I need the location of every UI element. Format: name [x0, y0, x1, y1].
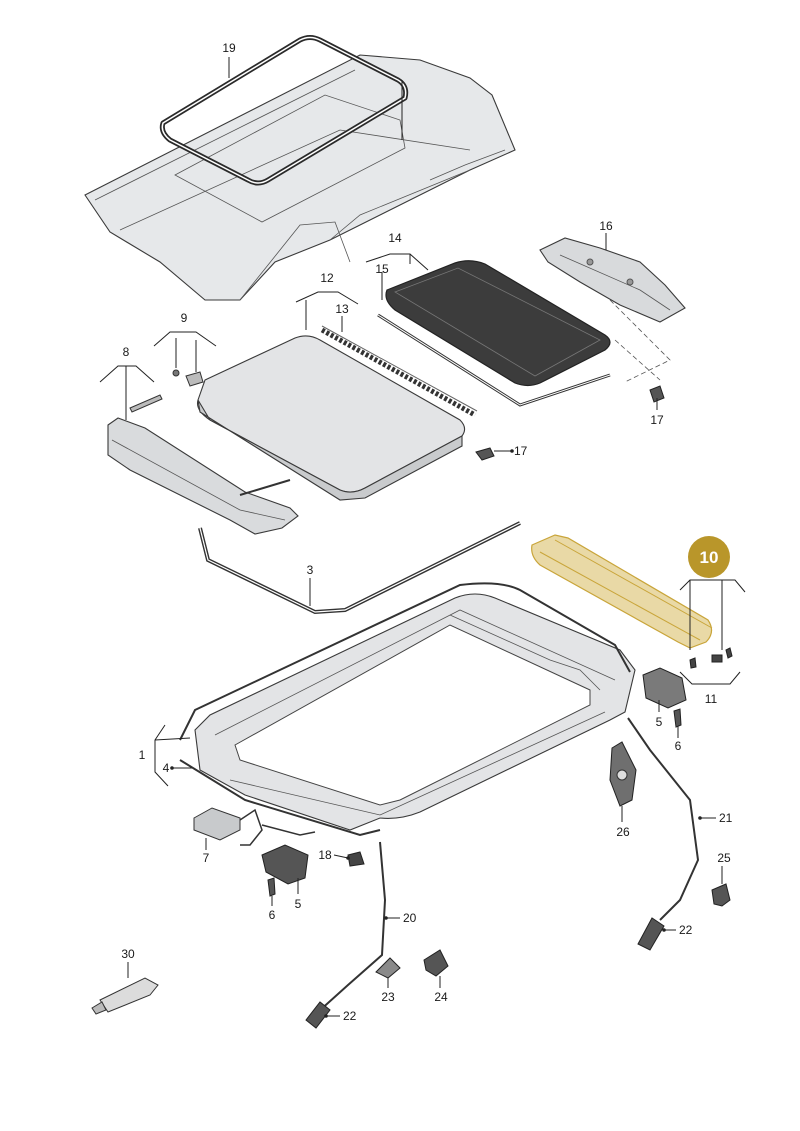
- label-25: 25: [717, 851, 731, 865]
- part-20-hose: [305, 841, 387, 1029]
- part-7-control-unit: [193, 807, 316, 846]
- part-30-tube: [91, 977, 159, 1015]
- label-9: 9: [181, 311, 188, 325]
- highlight-badge-10: 10: [688, 536, 730, 578]
- leader-lines: [99, 57, 746, 1018]
- part-26-bracket: [609, 741, 637, 807]
- label-21: 21: [719, 811, 733, 825]
- guide-lines: [609, 299, 671, 383]
- part-1-frame: [179, 582, 636, 837]
- part-23-clip: [375, 957, 401, 979]
- label-11: 11: [705, 692, 718, 706]
- label-10: 10: [700, 548, 719, 567]
- part-11-clips: [689, 647, 733, 669]
- label-12: 12: [320, 271, 334, 285]
- label-3: 3: [307, 563, 314, 577]
- label-24: 24: [434, 990, 448, 1004]
- label-16: 16: [599, 219, 613, 233]
- part-5-motor: [261, 667, 687, 885]
- label-17-top: 17: [514, 444, 528, 458]
- label-8: 8: [123, 345, 130, 359]
- label-13: 13: [335, 302, 349, 316]
- part-18-grommet: [347, 851, 365, 867]
- part-3-seal: [198, 521, 521, 615]
- label-6-right: 6: [675, 739, 682, 753]
- label-5-right: 5: [656, 715, 663, 729]
- label-22-left: 22: [343, 1009, 357, 1023]
- part-12-panel: [196, 335, 466, 501]
- label-23: 23: [381, 990, 395, 1004]
- part-9-hardware: [129, 369, 204, 413]
- label-15: 15: [375, 262, 389, 276]
- part-6-screw: [267, 708, 682, 897]
- label-1: 1: [139, 748, 146, 762]
- part-8-deflector: [107, 417, 299, 535]
- part-labels: 19 16 14 15 12 13 9 8 17 17 3 11 1 4 5 6…: [121, 41, 732, 1023]
- label-22-right: 22: [679, 923, 693, 937]
- part-17-screw: [475, 385, 665, 461]
- part-16-bracket: [539, 237, 686, 323]
- label-17-right: 17: [650, 413, 664, 427]
- part-25-clip: [711, 883, 731, 907]
- label-4: 4: [163, 761, 170, 775]
- label-20: 20: [403, 911, 417, 925]
- label-30: 30: [121, 947, 135, 961]
- label-19: 19: [222, 41, 236, 55]
- vehicle-roof: [84, 54, 516, 301]
- label-14: 14: [388, 231, 402, 245]
- label-26: 26: [616, 825, 630, 839]
- part-24-clip: [423, 949, 449, 977]
- part-13-strip: [320, 325, 478, 418]
- part-14-glass-panel: [377, 260, 611, 407]
- label-6-left: 6: [269, 908, 276, 922]
- part-19-seal: [159, 35, 409, 186]
- label-5-left: 5: [295, 897, 302, 911]
- label-7: 7: [203, 851, 210, 865]
- part-21-hose: [627, 717, 700, 951]
- label-18: 18: [318, 848, 332, 862]
- part-10-roller-blind: [531, 534, 713, 649]
